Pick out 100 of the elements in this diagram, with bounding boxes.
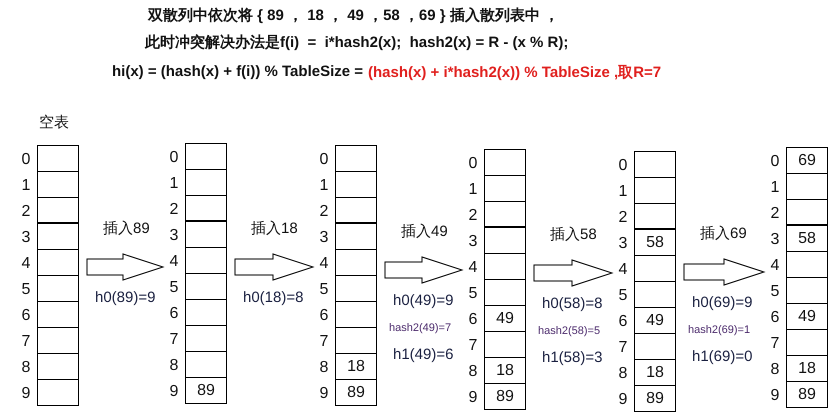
- row-index: 4: [318, 254, 330, 274]
- row-index: 7: [318, 332, 330, 352]
- row-index: 3: [318, 228, 330, 248]
- row-index: 9: [618, 390, 628, 410]
- formula-note: hash2(49)=7: [389, 322, 452, 334]
- hash-slot: 89: [787, 382, 827, 408]
- hash-table: [484, 149, 526, 410]
- row-index: 1: [20, 176, 32, 196]
- formula-note: h0(49)=9: [393, 292, 454, 309]
- hash-slot: 58: [787, 226, 827, 252]
- hash-slot: 69: [787, 148, 827, 174]
- row-index: 5: [770, 282, 780, 302]
- row-index: 3: [468, 232, 478, 252]
- row-index: 3: [770, 230, 780, 250]
- row-index: 2: [168, 200, 180, 220]
- hash-slot: 18: [787, 356, 827, 382]
- row-index: 6: [618, 312, 628, 332]
- row-index: 0: [168, 148, 180, 168]
- row-index: 1: [168, 174, 180, 194]
- row-index: 3: [618, 234, 628, 254]
- row-index: 8: [318, 358, 330, 378]
- formula-note: h1(69)=0: [692, 348, 752, 365]
- row-index: 9: [468, 388, 478, 408]
- row-index: 5: [168, 278, 180, 298]
- row-index: 8: [20, 358, 32, 378]
- formula-note: h0(58)=8: [542, 295, 602, 312]
- row-index: 7: [618, 338, 628, 358]
- row-index: 8: [618, 364, 628, 384]
- row-index: 4: [468, 258, 478, 278]
- row-index: 4: [20, 254, 32, 274]
- edge-label: 插入89: [103, 219, 150, 238]
- table-caption: 空表: [39, 113, 69, 132]
- block-arrow: [384, 256, 464, 284]
- row-index: 8: [770, 360, 780, 380]
- hash-slot: 89: [186, 378, 226, 404]
- edge-label: 插入69: [700, 224, 747, 243]
- row-index: 2: [770, 204, 780, 224]
- row-index: 5: [618, 286, 628, 306]
- edge-label: 插入58: [550, 225, 597, 244]
- hash-table: [37, 145, 79, 406]
- row-index: 0: [468, 154, 478, 174]
- hash-table: [335, 145, 377, 406]
- row-index: 5: [20, 280, 32, 300]
- row-index: 3: [20, 228, 32, 248]
- hash-slot: 49: [635, 308, 675, 334]
- row-index: 7: [20, 332, 32, 352]
- row-index: 0: [20, 150, 32, 170]
- formula-note: h0(18)=8: [243, 289, 304, 306]
- row-index: 0: [318, 150, 330, 170]
- hash-slot: 18: [336, 354, 376, 380]
- hash-slot: 18: [635, 360, 675, 386]
- row-index: 2: [618, 208, 628, 228]
- row-index: 6: [770, 308, 780, 328]
- row-index: 4: [168, 252, 180, 272]
- row-index: 9: [168, 382, 180, 402]
- hash-slot: 18: [485, 358, 525, 384]
- row-index: 9: [770, 386, 780, 406]
- hash-slot: 49: [787, 304, 827, 330]
- hash-slot: 58: [635, 230, 675, 256]
- row-index: 5: [468, 284, 478, 304]
- block-arrow: [234, 253, 315, 281]
- formula-note: hash2(69)=1: [688, 324, 750, 336]
- row-index: 7: [468, 336, 478, 356]
- row-index: 5: [318, 280, 330, 300]
- row-index: 2: [318, 202, 330, 222]
- formula-text: (hash(x) + i*hash2(x)) % TableSize ,取R=7: [368, 63, 662, 82]
- row-index: 6: [468, 310, 478, 330]
- hash-slot: 89: [485, 384, 525, 410]
- hash-slot: 49: [485, 306, 525, 332]
- edge-label: 插入18: [251, 219, 298, 238]
- formula-note: h1(49)=6: [393, 346, 454, 363]
- row-index: 0: [618, 156, 628, 176]
- formula-note: h1(58)=3: [542, 349, 602, 366]
- formula-note: h0(89)=9: [95, 289, 156, 306]
- row-index: 2: [20, 202, 32, 222]
- row-index: 0: [770, 152, 780, 172]
- formula-text: 此时冲突解决办法是f(i) = i*hash2(x); hash2(x) = R - (x % R);: [145, 33, 568, 52]
- hash-slot: 89: [635, 386, 675, 412]
- formula-note: hash2(58)=5: [538, 325, 600, 337]
- block-arrow: [684, 258, 766, 286]
- row-index: 8: [468, 362, 478, 382]
- row-index: 4: [770, 256, 780, 276]
- block-arrow: [534, 259, 614, 287]
- hash-table: [786, 147, 828, 408]
- hash-slot: 89: [336, 380, 376, 406]
- row-index: 8: [168, 356, 180, 376]
- formula-note: h0(69)=9: [692, 294, 752, 311]
- row-index: 7: [168, 330, 180, 350]
- hash-table: [634, 151, 676, 412]
- row-index: 6: [20, 306, 32, 326]
- title: 双散列中依次将 { 89 ， 18 ， 49 ，58 ，69 } 插入散列表中 ，: [148, 6, 559, 25]
- row-index: 1: [318, 176, 330, 196]
- row-index: 7: [770, 334, 780, 354]
- row-index: 3: [168, 226, 180, 246]
- edge-label: 插入49: [401, 222, 448, 241]
- row-index: 6: [168, 304, 180, 324]
- row-index: 1: [468, 180, 478, 200]
- block-arrow: [86, 253, 165, 281]
- row-index: 1: [770, 178, 780, 198]
- row-index: 9: [318, 384, 330, 404]
